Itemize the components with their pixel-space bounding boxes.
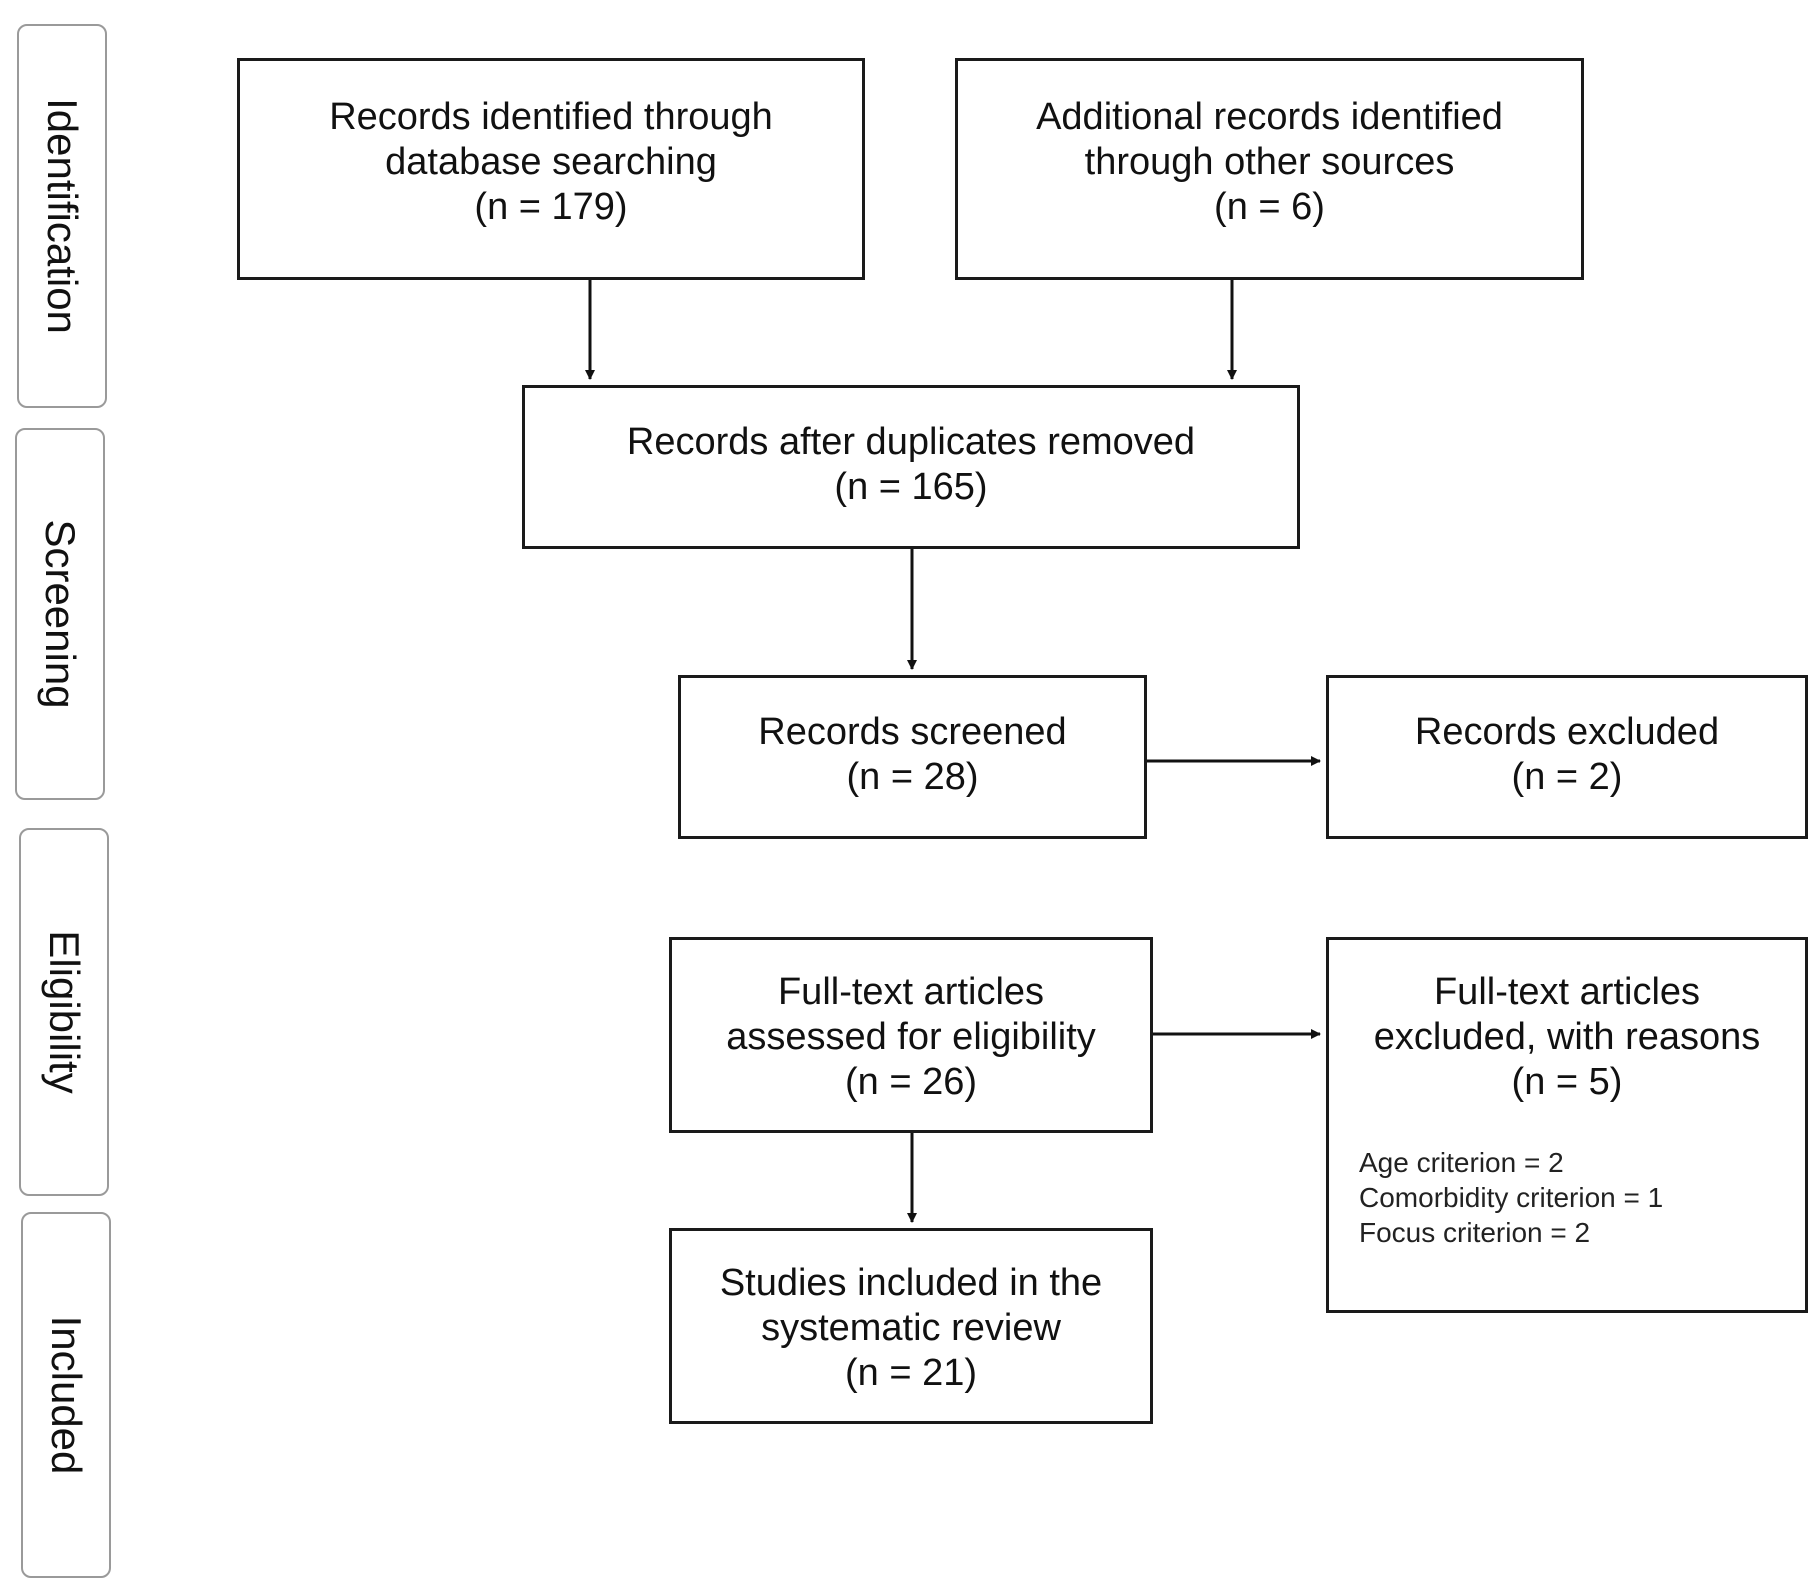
phase-identification: Identification bbox=[17, 24, 107, 408]
box-fulltext-assessed: Full-text articles assessed for eligibil… bbox=[669, 937, 1153, 1133]
box-included-studies-text: Studies included in the systematic revie… bbox=[719, 1262, 1103, 1394]
box-database-records: Records identified through database sear… bbox=[237, 58, 865, 280]
box-database-records-text: Records identified through database sear… bbox=[329, 96, 773, 228]
exclusion-reason: Focus criterion = 2 bbox=[1359, 1217, 1591, 1248]
box-records-screened-text: Records screened (n = 28) bbox=[758, 711, 1067, 798]
box-other-sources-text: Additional records identified through ot… bbox=[1036, 96, 1503, 228]
phase-eligibility: Eligibility bbox=[19, 828, 109, 1196]
exclusion-reason: Age criterion = 2 bbox=[1359, 1147, 1564, 1178]
box-fulltext-excluded-text: Full-text articles excluded, with reason… bbox=[1373, 971, 1761, 1103]
box-included-studies: Studies included in the systematic revie… bbox=[669, 1228, 1153, 1424]
box-records-excluded-text: Records excluded (n = 2) bbox=[1414, 711, 1720, 798]
phase-screening: Screening bbox=[15, 428, 105, 800]
box-fulltext-assessed-text: Full-text articles assessed for eligibil… bbox=[726, 971, 1096, 1103]
box-records-screened: Records screened (n = 28) bbox=[678, 675, 1147, 839]
phase-included: Included bbox=[21, 1212, 111, 1578]
box-other-sources: Additional records identified through ot… bbox=[955, 58, 1584, 280]
box-records-excluded: Records excluded (n = 2) bbox=[1326, 675, 1808, 839]
box-after-duplicates: Records after duplicates removed (n = 16… bbox=[522, 385, 1300, 549]
box-fulltext-excluded: Full-text articles excluded, with reason… bbox=[1326, 937, 1808, 1313]
box-after-duplicates-text: Records after duplicates removed (n = 16… bbox=[626, 421, 1196, 508]
exclusion-reason: Comorbidity criterion = 1 bbox=[1359, 1182, 1664, 1213]
exclusion-reasons-list: Age criterion = 2 Comorbidity criterion … bbox=[1359, 1145, 1663, 1250]
